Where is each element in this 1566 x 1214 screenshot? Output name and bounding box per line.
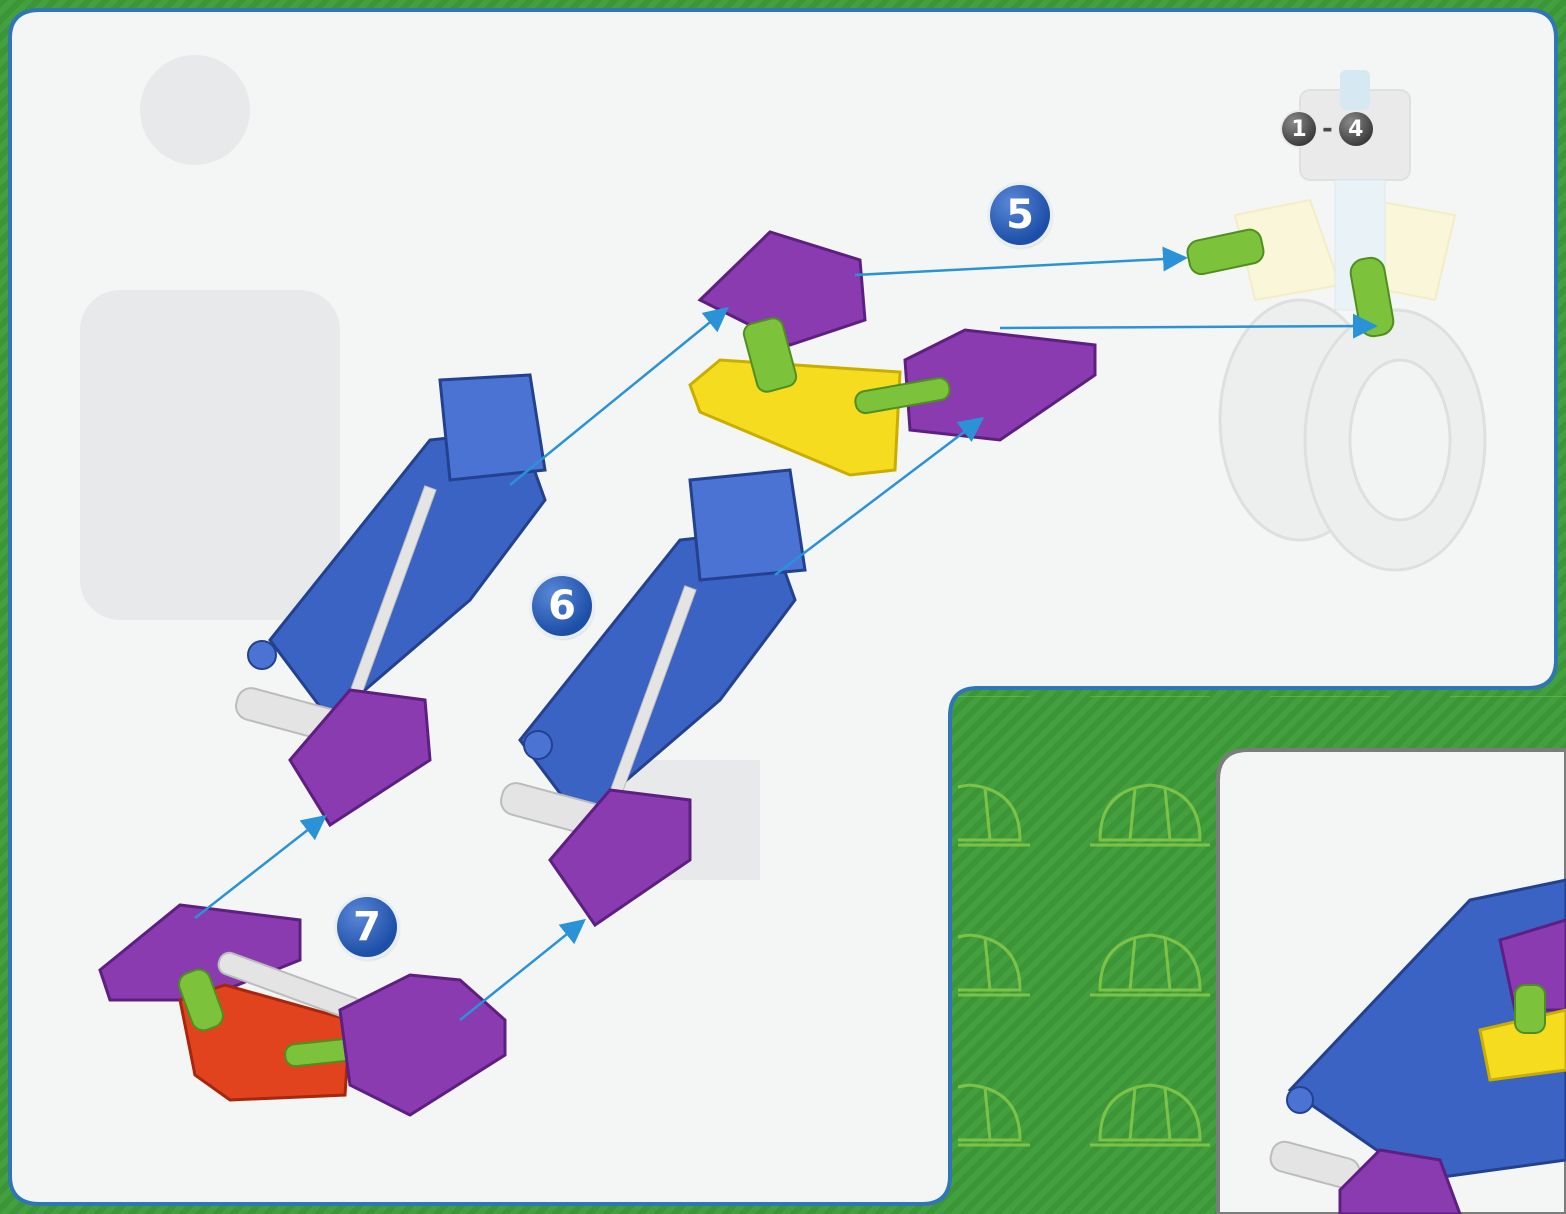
previous-step-separator: - <box>1322 114 1333 144</box>
previous-steps-label: 1 - 4 <box>1282 110 1373 148</box>
step-6-badge: 6 <box>532 576 592 636</box>
previous-step-end-badge: 4 <box>1339 112 1373 146</box>
previous-step-start-badge: 1 <box>1282 112 1316 146</box>
step-5-badge: 5 <box>990 185 1050 245</box>
step-7-badge: 7 <box>337 897 397 957</box>
